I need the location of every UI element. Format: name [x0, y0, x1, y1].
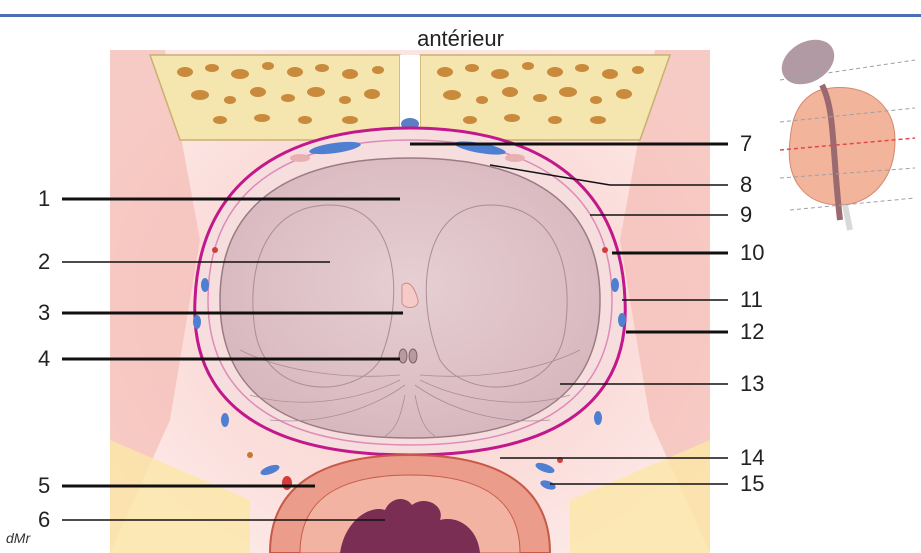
inset-section-diagram	[774, 31, 915, 230]
label-7: 7	[740, 133, 752, 155]
label-5: 5	[38, 475, 50, 497]
label-2: 2	[38, 251, 50, 273]
label-15: 15	[740, 473, 764, 495]
right-ejaculatory-duct	[409, 349, 417, 363]
label-14: 14	[740, 447, 764, 469]
label-12: 12	[740, 321, 764, 343]
label-4: 4	[38, 348, 50, 370]
label-9: 9	[740, 204, 752, 226]
artist-signature: dMr	[6, 530, 30, 546]
label-10: 10	[740, 242, 764, 264]
label-6: 6	[38, 509, 50, 531]
left-ejaculatory-duct	[399, 349, 407, 363]
label-13: 13	[740, 373, 764, 395]
label-1: 1	[38, 188, 50, 210]
label-11: 11	[740, 289, 763, 311]
label-3: 3	[38, 302, 50, 324]
label-8: 8	[740, 174, 752, 196]
